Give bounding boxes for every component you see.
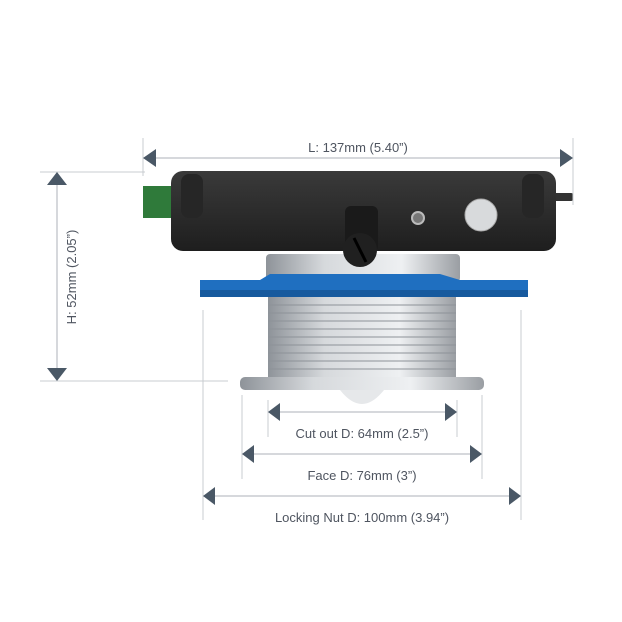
face-label: Face D: 76mm (3”): [307, 468, 416, 483]
arrow-left-icon: [143, 149, 156, 167]
locking-nut-label: Locking Nut D: 100mm (3.94”): [275, 510, 449, 525]
lens-dome: [340, 390, 384, 404]
led-indicator: [411, 211, 425, 225]
side-tab: [553, 193, 573, 201]
arrow-right-icon: [560, 149, 573, 167]
face-disc: [240, 377, 484, 390]
bubble-level: [464, 198, 498, 232]
connector: [143, 186, 173, 218]
extension-lines: [40, 138, 574, 520]
height-label: H: 52mm (2.05”): [64, 230, 79, 325]
device-illustration: [143, 171, 573, 404]
cutout-label: Cut out D: 64mm (2.5”): [296, 426, 429, 441]
arrow-down-icon: [47, 368, 67, 381]
threaded-body: [268, 297, 456, 381]
dimension-arrows: [47, 149, 573, 505]
length-label: L: 137mm (5.40”): [308, 140, 408, 155]
arrow-up-icon: [47, 172, 67, 185]
